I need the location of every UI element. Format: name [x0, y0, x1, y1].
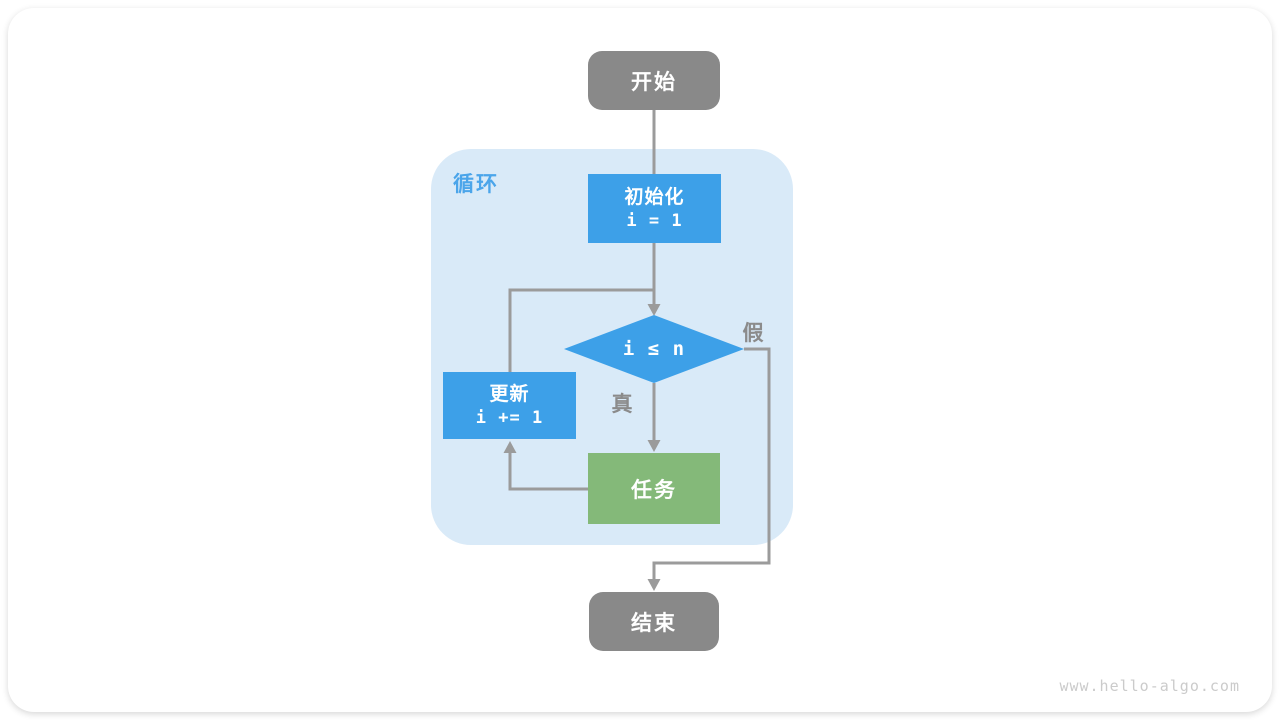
init-node: 初始化 i = 1	[588, 174, 721, 243]
connector-condition-true-to-task	[647, 383, 661, 452]
loop-label: 循环	[453, 173, 499, 196]
branch-false-label: 假	[742, 322, 764, 345]
init-node-label: 初始化	[624, 186, 685, 208]
connector-condition-false-to-end	[647, 347, 771, 591]
task-node: 任务	[588, 453, 720, 524]
end-node: 结束	[589, 592, 719, 651]
watermark-text: www.hello-algo.com	[1059, 677, 1240, 695]
connector-update-to-condition	[508, 288, 654, 372]
connector-task-to-update	[503, 441, 588, 491]
branch-true-label: 真	[611, 393, 633, 416]
task-node-label: 任务	[631, 478, 677, 502]
update-node-code: i += 1	[475, 408, 544, 429]
init-node-code: i = 1	[626, 211, 683, 232]
update-node: 更新 i += 1	[443, 372, 576, 439]
condition-label: i ≤ n	[622, 338, 686, 360]
update-node-label: 更新	[489, 383, 530, 405]
start-node: 开始	[588, 51, 720, 110]
end-node-label: 结束	[631, 611, 677, 635]
start-node-label: 开始	[631, 70, 677, 94]
condition-diamond	[564, 315, 744, 383]
